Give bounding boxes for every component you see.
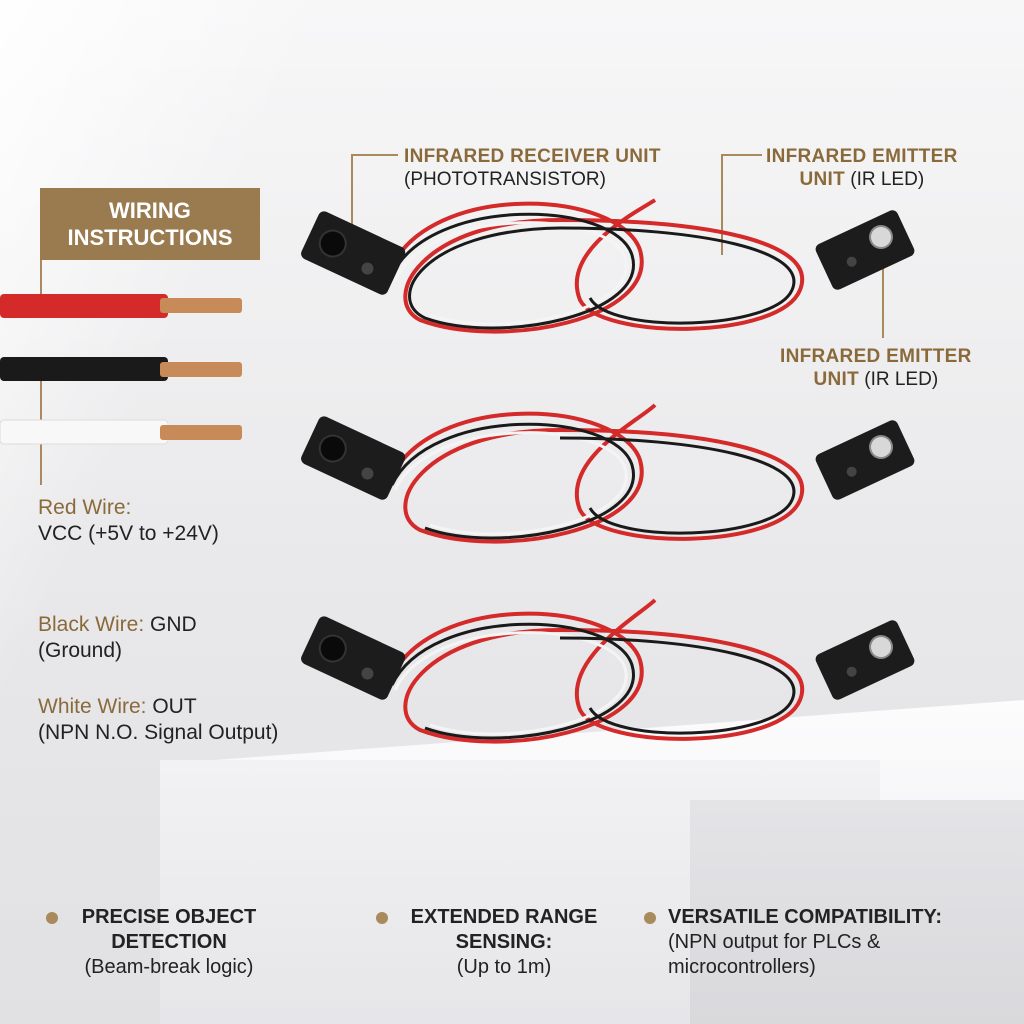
legend-black-line2: (Ground) bbox=[38, 639, 123, 662]
emitter-side-callout: INFRARED EMITTER UNIT (IR LED) bbox=[780, 345, 972, 391]
receiver-callout: INFRARED RECEIVER UNIT (PHOTOTRANSISTOR) bbox=[404, 145, 661, 191]
legend-white-line2: (NPN N.O. Signal Output) bbox=[38, 721, 279, 744]
legend-red: Red Wire: VCC (+5V to +24V) bbox=[38, 495, 219, 547]
emitter-side-line2: UNIT (IR LED) bbox=[780, 368, 972, 391]
pedestal-side bbox=[690, 800, 1024, 1024]
receiver-leader-line bbox=[351, 154, 398, 240]
legend-black: Black Wire: GND (Ground) bbox=[38, 612, 197, 664]
feature-1-title2: DETECTION bbox=[111, 931, 227, 953]
feature-bullet-icon bbox=[644, 912, 656, 924]
feature-precise-detection: PRECISE OBJECT DETECTION (Beam-break log… bbox=[64, 905, 274, 980]
feature-versatile-compatibility: VERSATILE COMPATIBILITY: (NPN output for… bbox=[668, 905, 998, 980]
feature-bullet-icon bbox=[376, 912, 388, 924]
emitter-sensor-icon bbox=[815, 620, 915, 700]
sensor-set-2 bbox=[301, 403, 915, 544]
legend-black-value: GND bbox=[144, 613, 197, 636]
legend-white: White Wire: OUT (NPN N.O. Signal Output) bbox=[38, 694, 278, 746]
wiring-instructions-badge: WIRING INSTRUCTIONS bbox=[40, 188, 260, 260]
feature-bullet-icon bbox=[46, 912, 58, 924]
legend-red-value: VCC (+5V to +24V) bbox=[38, 522, 219, 545]
legend-red-key: Red Wire: bbox=[38, 496, 132, 519]
receiver-sensor-icon bbox=[301, 211, 406, 295]
feature-2-title2: SENSING: bbox=[455, 931, 553, 953]
receiver-title: INFRARED RECEIVER UNIT bbox=[404, 146, 661, 167]
legend-white-key: White Wire: bbox=[38, 695, 147, 718]
feature-2-sub: (Up to 1m) bbox=[456, 956, 552, 978]
legend-white-value: OUT bbox=[146, 695, 197, 718]
emitter-side-title: INFRARED EMITTER bbox=[780, 346, 972, 367]
emitter-sensor-icon bbox=[815, 420, 915, 500]
receiver-subtitle: (PHOTOTRANSISTOR) bbox=[404, 169, 606, 190]
legend-black-key: Black Wire: bbox=[38, 613, 145, 636]
sensor-set-1 bbox=[301, 198, 915, 334]
emitter-top-callout: INFRARED EMITTER UNIT (IR LED) bbox=[766, 145, 958, 191]
emitter-sensor-icon bbox=[815, 210, 915, 290]
emitter-leader-line bbox=[721, 154, 762, 255]
legend-white-line1: White Wire: OUT bbox=[38, 694, 278, 720]
emitter-top-title: INFRARED EMITTER bbox=[766, 146, 958, 167]
badge-line2: INSTRUCTIONS bbox=[67, 225, 233, 250]
feature-1-sub: (Beam-break logic) bbox=[84, 956, 254, 978]
emitter-side-line2-bold: UNIT bbox=[813, 369, 859, 390]
feature-2-title1: EXTENDED RANGE bbox=[410, 906, 598, 928]
legend-black-line1: Black Wire: GND bbox=[38, 612, 197, 638]
feature-3-sub1: (NPN output for PLCs & bbox=[668, 931, 881, 953]
badge-line1: WIRING bbox=[109, 198, 191, 223]
emitter-side-line2-rest: (IR LED) bbox=[858, 369, 939, 390]
receiver-sensor-icon bbox=[301, 616, 406, 700]
feature-3-title1: VERSATILE COMPATIBILITY: bbox=[668, 906, 943, 928]
emitter-top-line2-rest: (IR LED) bbox=[844, 169, 925, 190]
sensor-set-3 bbox=[301, 598, 915, 744]
wire-black-icon bbox=[0, 357, 242, 381]
emitter-top-line2: UNIT (IR LED) bbox=[766, 168, 958, 191]
emitter-top-line2-bold: UNIT bbox=[799, 169, 845, 190]
feature-extended-range: EXTENDED RANGE SENSING: (Up to 1m) bbox=[394, 905, 614, 980]
receiver-sensor-icon bbox=[301, 416, 406, 500]
feature-1-title1: PRECISE OBJECT bbox=[81, 906, 257, 928]
badge-leader-line bbox=[40, 260, 42, 304]
feature-3-sub2: microcontrollers) bbox=[668, 956, 816, 978]
wire-white-icon bbox=[0, 419, 242, 445]
wire-red-icon bbox=[0, 294, 242, 318]
